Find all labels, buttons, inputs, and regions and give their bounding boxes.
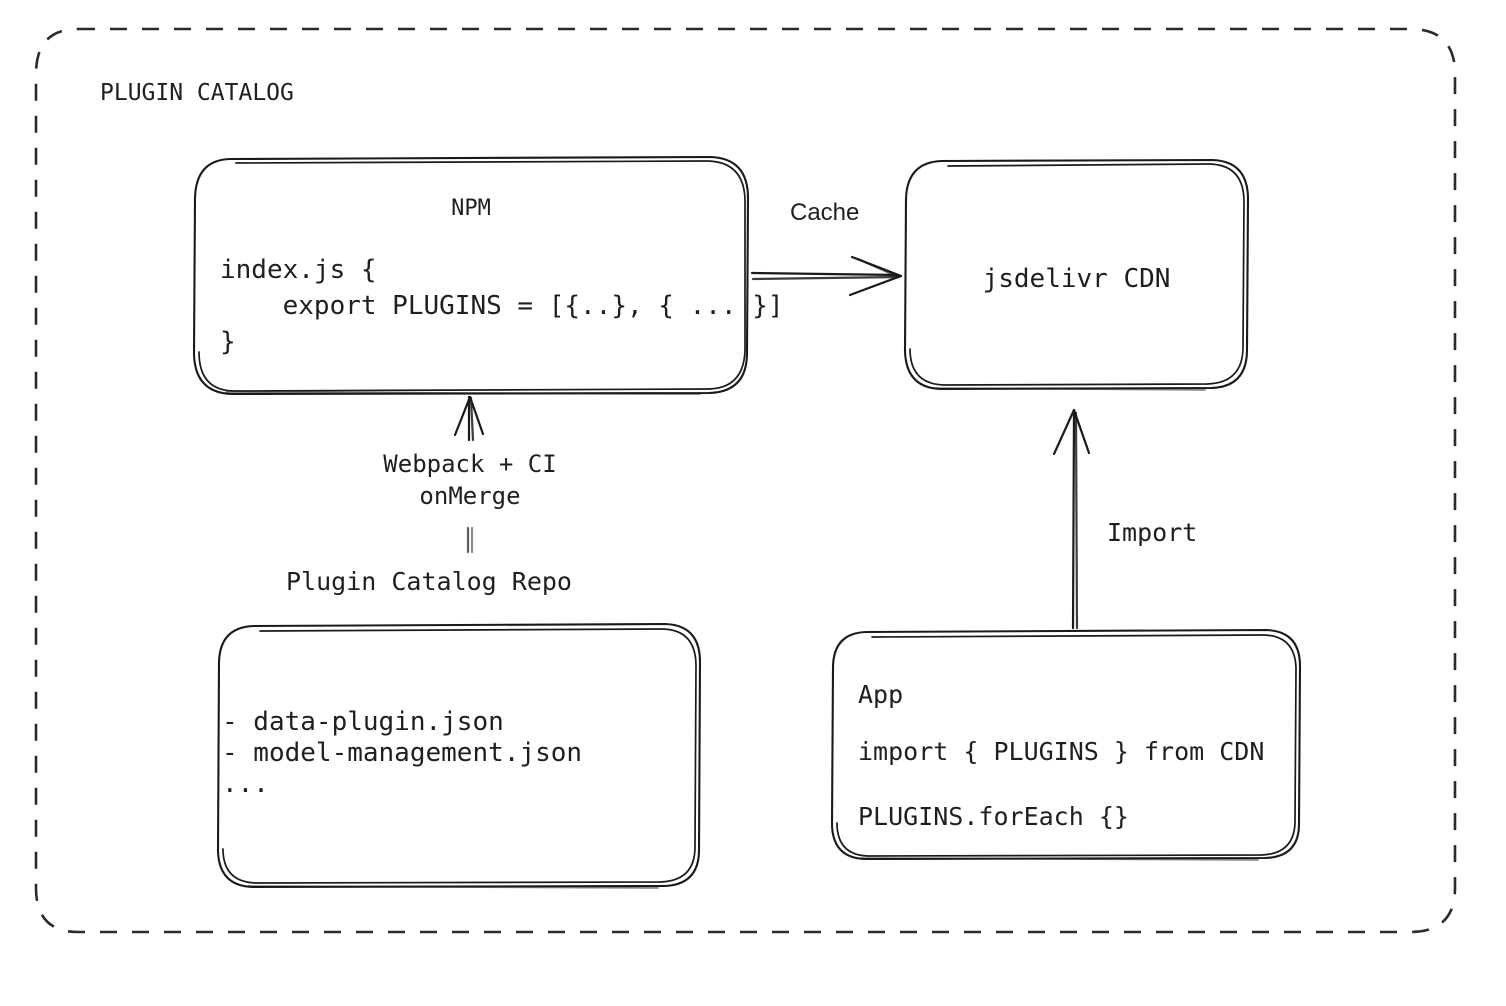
repo-label: Plugin Catalog Repo	[286, 567, 572, 596]
cache-edge-label: Cache	[790, 199, 860, 226]
app-code-foreach: PLUGINS.forEach {}	[858, 802, 1129, 831]
repo-file-list: - data-plugin.json - model-management.js…	[222, 707, 583, 799]
npm-title: NPM	[451, 196, 491, 221]
cdn-box	[903, 158, 1250, 391]
npm-code-block: index.js { export PLUGINS = [{..}, { ...…	[220, 255, 784, 357]
app-box	[830, 628, 1302, 861]
plugin-catalog-frame	[34, 27, 1457, 934]
cache-arrow	[750, 255, 903, 297]
app-title: App	[858, 680, 904, 709]
repo-box	[216, 622, 702, 889]
frame-title: PLUGIN CATALOG	[100, 80, 294, 106]
app-code-import: import { PLUGINS } from CDN	[858, 737, 1265, 766]
import-arrow	[1052, 408, 1091, 630]
webpack-edge-label: Webpack + CI onMerge	[383, 450, 557, 510]
import-edge-label: Import	[1107, 518, 1198, 547]
npm-box	[192, 155, 750, 396]
webpack-arrow	[453, 395, 485, 554]
cdn-title: jsdelivr CDN	[982, 264, 1171, 294]
